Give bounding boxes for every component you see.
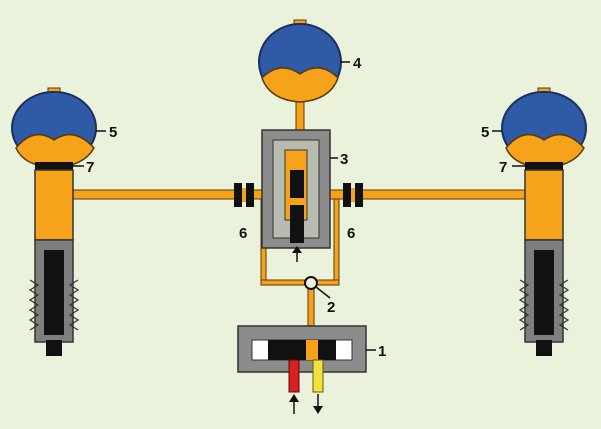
left-rod-end <box>46 340 62 356</box>
leader-line <box>315 286 331 299</box>
label-check-valve: 2 <box>327 299 335 316</box>
pump-piston <box>268 340 336 360</box>
check-valve-icon <box>304 276 318 290</box>
restrictor-plate <box>246 183 254 207</box>
check-valve: 2 <box>304 276 335 316</box>
left-seal-ring <box>35 162 73 170</box>
arrow-up-icon <box>292 246 302 253</box>
label-control-valve: 3 <box>340 151 348 168</box>
right-cylinder-fluid <box>524 169 564 241</box>
left-bellows-left <box>28 279 40 331</box>
restrictor-plate <box>355 183 363 207</box>
loop-bottom-pipe <box>260 279 340 286</box>
right-seal-ring <box>525 162 563 170</box>
loop-right-pipe <box>333 198 340 284</box>
control-valve: 3 <box>261 129 348 262</box>
right-bellows-right <box>558 279 570 331</box>
arrow-down-icon <box>313 406 323 414</box>
label-right-restrictor: 6 <box>347 225 355 242</box>
left-restrictor: 6 <box>234 183 254 242</box>
pump: 1 <box>237 325 386 414</box>
supply-line <box>288 359 300 393</box>
right-bellows-left <box>518 279 530 331</box>
restrictor-orifice <box>242 188 246 202</box>
valve-spool-upper <box>290 170 304 198</box>
return-line <box>312 359 324 393</box>
label-right-sphere: 5 <box>481 124 489 141</box>
restrictor-orifice <box>351 188 355 202</box>
label-pump: 1 <box>378 343 386 360</box>
accumulator-fluid <box>261 67 339 103</box>
restrictor-plate <box>234 183 242 207</box>
pump-fluid-port <box>306 340 318 360</box>
left-cylinder-fluid <box>34 169 74 241</box>
right-restrictor: 6 <box>343 183 363 242</box>
label-left-sphere: 5 <box>109 124 117 141</box>
valve-spool-lower <box>290 205 304 243</box>
right-strut: 5 7 <box>481 87 587 356</box>
restrictor-plate <box>343 183 351 207</box>
label-right-seal: 7 <box>499 159 507 176</box>
label-center-accumulator: 4 <box>353 55 362 72</box>
left-bellows-right <box>68 279 80 331</box>
center-accumulator: 4 <box>258 19 362 103</box>
label-left-seal: 7 <box>86 159 94 176</box>
arrow-up-icon <box>289 394 299 402</box>
right-rod-end <box>536 340 552 356</box>
right-piston-rod <box>534 250 554 335</box>
left-piston-rod <box>44 250 64 335</box>
left-strut: 5 7 <box>11 87 117 356</box>
label-left-restrictor: 6 <box>239 225 247 242</box>
